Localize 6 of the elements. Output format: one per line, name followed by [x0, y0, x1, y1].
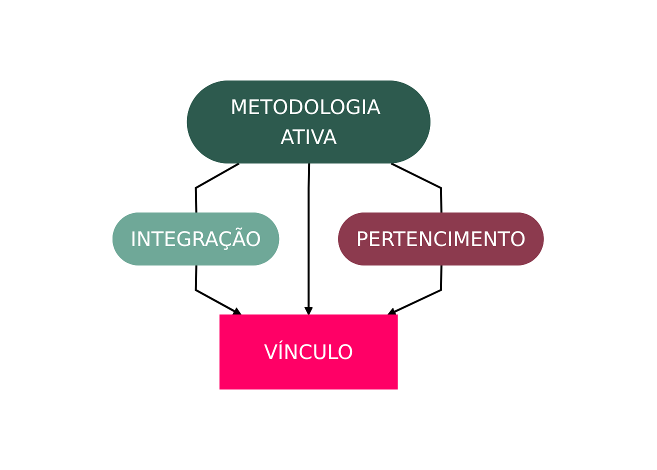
arrow — [388, 265, 443, 316]
arrow — [195, 265, 242, 316]
arrow — [304, 163, 314, 316]
node-box: VÍNCULO — [220, 314, 398, 390]
connector — [391, 162, 443, 214]
connector — [195, 162, 240, 214]
